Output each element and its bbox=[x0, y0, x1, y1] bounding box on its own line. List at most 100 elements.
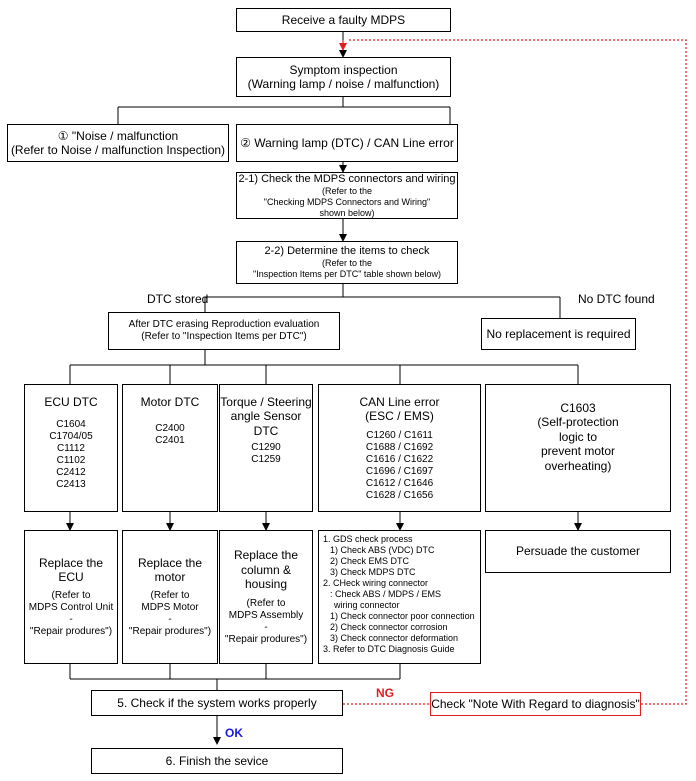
warning-title: ② Warning lamp (DTC) / CAN Line error bbox=[240, 135, 454, 150]
noise-title: ① "Noise / malfunction bbox=[57, 128, 179, 143]
check22-title: 2-2) Determine the items to check bbox=[264, 245, 430, 258]
replace-column-title-2: column & housing bbox=[240, 562, 292, 592]
replace-motor-ref: - bbox=[168, 614, 172, 626]
c1603-line: logic to bbox=[558, 429, 598, 444]
symptom-inspection-box: Symptom inspection (Warning lamp / noise… bbox=[236, 57, 451, 97]
gds-line: 3) Check MDPS DTC bbox=[330, 566, 416, 577]
after-dtc-erasing-box: After DTC erasing Reproduction evaluatio… bbox=[108, 312, 340, 350]
no-dtc-found-label: No DTC found bbox=[578, 292, 655, 306]
check-system-box: 5. Check if the system works properly bbox=[91, 690, 343, 716]
c1603-line: prevent motor bbox=[540, 444, 616, 459]
gds-check-process-box: 1. GDS check process 1) Check ABS (VDC) … bbox=[318, 530, 481, 664]
receive-faulty-mdps-box: Receive a faulty MDPS bbox=[236, 8, 451, 32]
torque-dtc-code: C1259 bbox=[251, 454, 281, 466]
can-dtc-code: C1616 / C1622 bbox=[365, 453, 434, 465]
check21-ref3: shown below) bbox=[319, 207, 375, 218]
check21-ref2: "Checking MDPS Connectors and Wiring" bbox=[263, 196, 431, 207]
no-replacement-box: No replacement is required bbox=[481, 318, 636, 350]
replace-ecu-ref: MDPS Control Unit bbox=[28, 602, 114, 614]
replace-motor-ref: (Refer to bbox=[150, 590, 190, 602]
warning-lamp-box: ② Warning lamp (DTC) / CAN Line error bbox=[236, 124, 458, 162]
check22-ref2: "Inspection Items per DTC" table shown b… bbox=[253, 269, 441, 280]
noise-ref: (Refer to Noise / malfunction Inspection… bbox=[10, 143, 226, 157]
ecu-dtc-box: ECU DTC C1604 C1704/05 C1112 C1102 C2412… bbox=[24, 384, 118, 512]
replace-motor-title: Replace the motor bbox=[137, 555, 203, 584]
note-text: Check "Note With Regard to diagnosis" bbox=[431, 696, 640, 711]
gds-line: 1) Check ABS (VDC) DTC bbox=[330, 544, 435, 555]
replace-motor-ref: MDPS Motor bbox=[141, 602, 199, 614]
dtc-stored-label: DTC stored bbox=[147, 292, 209, 306]
motor-dtc-title: Motor DTC bbox=[140, 395, 200, 409]
ecu-dtc-code: C1704/05 bbox=[49, 431, 93, 443]
ecu-dtc-code: C2412 bbox=[56, 467, 86, 479]
gds-line: 1) Check connector poor connection bbox=[330, 610, 475, 621]
replace-motor-ref: "Repair produres") bbox=[128, 626, 212, 638]
c1603-box: C1603 (Self-protection logic to prevent … bbox=[485, 384, 671, 512]
gds-line: 1. GDS check process bbox=[323, 534, 413, 544]
after-ref: (Refer to "Inspection Items per DTC") bbox=[141, 331, 307, 342]
noise-malfunction-box: ① "Noise / malfunction (Refer to Noise /… bbox=[7, 124, 229, 162]
can-dtc-code: C1612 / C1646 bbox=[365, 477, 434, 489]
note-diagnosis-box: Check "Note With Regard to diagnosis" bbox=[430, 692, 641, 716]
replace-ecu-box: Replace the ECU (Refer to MDPS Control U… bbox=[24, 530, 118, 664]
symptom-title: Symptom inspection bbox=[289, 62, 398, 77]
replace-ecu-ref: "Repair produres") bbox=[29, 626, 113, 638]
gds-line: 2. CHeck wiring connector bbox=[323, 577, 429, 588]
no-replacement-text: No replacement is required bbox=[486, 326, 631, 341]
torque-dtc-code: C1290 bbox=[251, 442, 281, 454]
torque-sensor-dtc-box: Torque / Steering angle Sensor DTC C1290… bbox=[219, 384, 313, 512]
check-system-text: 5. Check if the system works properly bbox=[117, 695, 317, 710]
can-title-1: CAN Line error bbox=[359, 395, 440, 409]
motor-dtc-code: C2400 bbox=[155, 423, 185, 435]
after-title: After DTC erasing Reproduction evaluatio… bbox=[128, 319, 320, 330]
check22-ref1: (Refer to the bbox=[321, 258, 373, 269]
ecu-dtc-code: C1102 bbox=[56, 455, 86, 467]
finish-service-box: 6. Finish the sevice bbox=[91, 748, 343, 774]
gds-line: 2) Check EMS DTC bbox=[330, 555, 410, 566]
can-dtc-code: C1696 / C1697 bbox=[365, 465, 434, 477]
replace-column-box: Replace the column & housing (Refer to M… bbox=[219, 530, 313, 664]
c1603-line: overheating) bbox=[544, 458, 612, 473]
c1603-line: (Self-protection bbox=[537, 415, 619, 430]
check21-ref1: (Refer to the bbox=[321, 185, 373, 196]
gds-line: 2) Check connector corrosion bbox=[330, 621, 448, 632]
motor-dtc-box: Motor DTC C2400 C2401 bbox=[122, 384, 218, 512]
replace-column-title-1: Replace the bbox=[233, 548, 299, 563]
gds-line: wiring connector bbox=[334, 599, 400, 610]
receive-text: Receive a faulty MDPS bbox=[281, 12, 406, 27]
check-connectors-box: 2-1) Check the MDPS connectors and wirin… bbox=[236, 172, 458, 219]
ok-label: OK bbox=[225, 726, 243, 740]
symptom-subtitle: (Warning lamp / noise / malfunction) bbox=[247, 77, 440, 91]
persuade-text: Persuade the customer bbox=[515, 544, 641, 559]
torque-title-2: angle Sensor bbox=[230, 409, 302, 424]
torque-title-3: DTC bbox=[253, 423, 279, 438]
replace-ecu-title: Replace the ECU bbox=[38, 555, 104, 584]
finish-text: 6. Finish the sevice bbox=[165, 753, 269, 768]
ng-label: NG bbox=[376, 686, 394, 700]
can-line-dtc-box: CAN Line error (ESC / EMS) C1260 / C1611… bbox=[318, 384, 481, 512]
ecu-dtc-code: C1604 bbox=[56, 419, 86, 431]
persuade-customer-box: Persuade the customer bbox=[485, 530, 671, 573]
c1603-line: C1603 bbox=[560, 401, 596, 415]
gds-line: 3) Check connector deformation bbox=[330, 632, 459, 643]
ecu-dtc-title: ECU DTC bbox=[44, 395, 98, 409]
can-title-2: (ESC / EMS) bbox=[365, 409, 434, 424]
gds-line: 3. Refer to DTC Diagnosis Guide bbox=[323, 643, 455, 654]
replace-column-ref: - bbox=[264, 621, 268, 633]
gds-line: : Check ABS / MDPS / EMS bbox=[330, 588, 442, 599]
replace-column-ref: "Repair produres") bbox=[224, 633, 308, 645]
motor-dtc-code: C2401 bbox=[155, 435, 185, 447]
replace-column-ref: MDPS Assembly bbox=[228, 609, 304, 621]
check21-title: 2-1) Check the MDPS connectors and wirin… bbox=[238, 172, 456, 185]
determine-items-box: 2-2) Determine the items to check (Refer… bbox=[236, 241, 458, 284]
replace-ecu-ref: (Refer to bbox=[51, 590, 91, 602]
can-dtc-code: C1628 / C1656 bbox=[365, 489, 434, 501]
ecu-dtc-code: C1112 bbox=[57, 443, 85, 455]
replace-column-ref: (Refer to bbox=[246, 597, 286, 609]
replace-motor-box: Replace the motor (Refer to MDPS Motor -… bbox=[122, 530, 218, 664]
ecu-dtc-code: C2413 bbox=[56, 479, 86, 491]
can-dtc-code: C1688 / C1692 bbox=[365, 441, 434, 453]
torque-title-1: Torque / Steering bbox=[220, 395, 312, 409]
can-dtc-code: C1260 / C1611 bbox=[366, 429, 433, 441]
